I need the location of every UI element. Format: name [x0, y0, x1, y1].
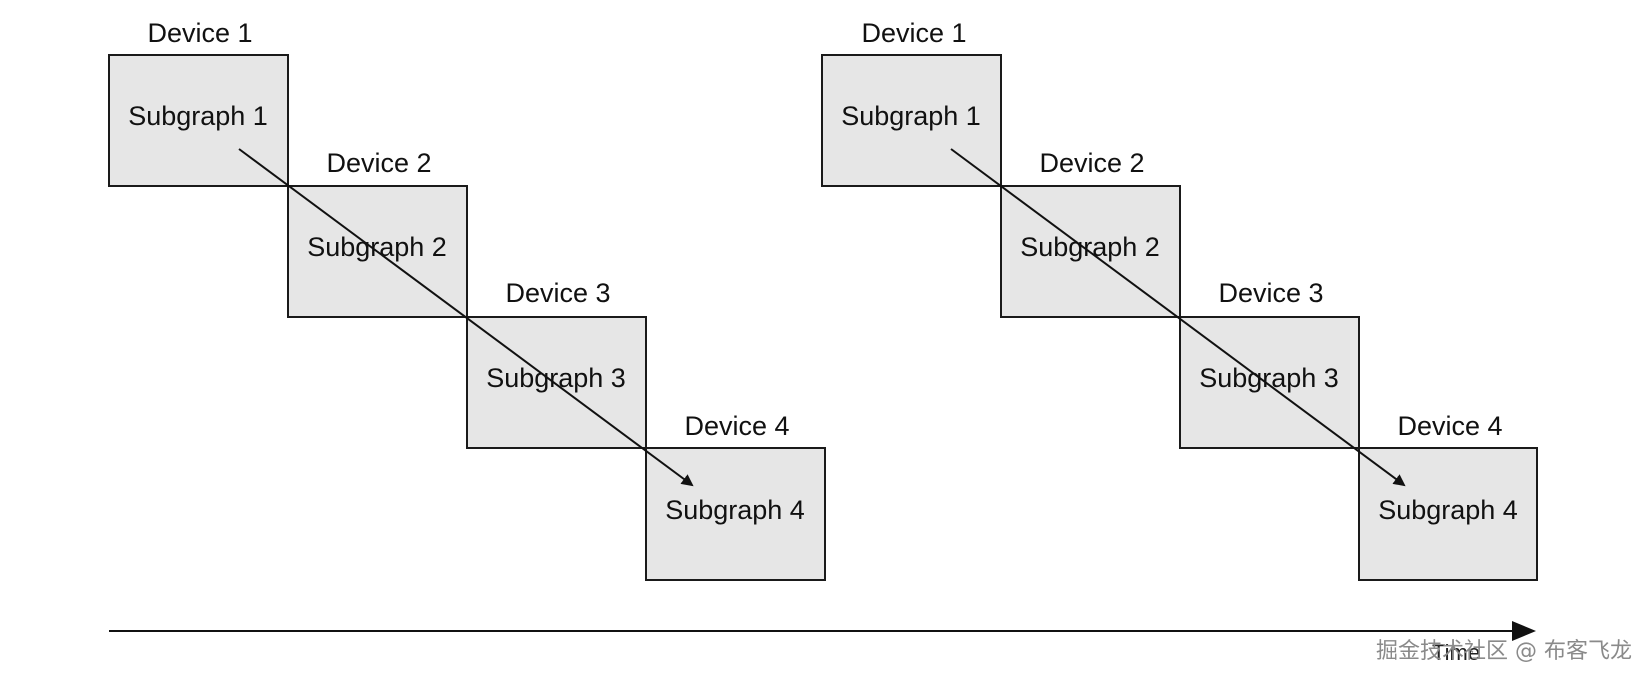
subgraph-box: [1358, 447, 1538, 581]
timeline: Time: [109, 621, 1536, 665]
subgraph-label: Subgraph 2: [307, 232, 447, 262]
flow-arrow: [950, 148, 1406, 487]
time-label: Time: [1432, 640, 1480, 665]
watermark: 掘金技术社区 @ 布客飞龙: [1376, 639, 1632, 664]
device-label: Device 2: [326, 148, 431, 178]
subgraph-label: Subgraph 1: [128, 101, 268, 131]
subgraph-box: [645, 447, 826, 581]
device-label: Device 4: [1397, 411, 1502, 441]
step-device-4: Device 4 Subgraph 4: [645, 411, 826, 581]
device-label: Device 1: [861, 18, 966, 48]
subgraph-box: [1179, 316, 1360, 449]
step-device-1: Device 1 Subgraph 1: [821, 18, 1002, 187]
device-label: Device 4: [684, 411, 789, 441]
device-label: Device 2: [1039, 148, 1144, 178]
step-device-4: Device 4 Subgraph 4: [1358, 411, 1538, 581]
subgraph-label: Subgraph 4: [1378, 495, 1518, 525]
device-label: Device 1: [147, 18, 252, 48]
subgraph-label: Subgraph 4: [665, 495, 805, 525]
panel-right: Device 1 Subgraph 1 Device 2 Subgraph 2 …: [821, 18, 1538, 581]
flow-arrow: [238, 148, 694, 487]
subgraph-label: Subgraph 3: [1199, 363, 1339, 393]
subgraph-label: Subgraph 3: [486, 363, 626, 393]
step-device-2: Device 2 Subgraph 2: [1000, 148, 1181, 318]
step-device-3: Device 3 Subgraph 3: [1179, 278, 1360, 449]
subgraph-label: Subgraph 1: [841, 101, 981, 131]
step-device-2: Device 2 Subgraph 2: [287, 148, 468, 318]
step-device-3: Device 3 Subgraph 3: [466, 278, 647, 449]
step-device-1: Device 1 Subgraph 1: [108, 18, 289, 187]
timeline-arrowhead: [1512, 621, 1536, 641]
subgraph-box: [466, 316, 647, 449]
device-label: Device 3: [1218, 278, 1323, 308]
subgraph-label: Subgraph 2: [1020, 232, 1160, 262]
panel-left: Device 1 Subgraph 1 Device 2 Subgraph 2 …: [108, 18, 826, 581]
device-label: Device 3: [505, 278, 610, 308]
